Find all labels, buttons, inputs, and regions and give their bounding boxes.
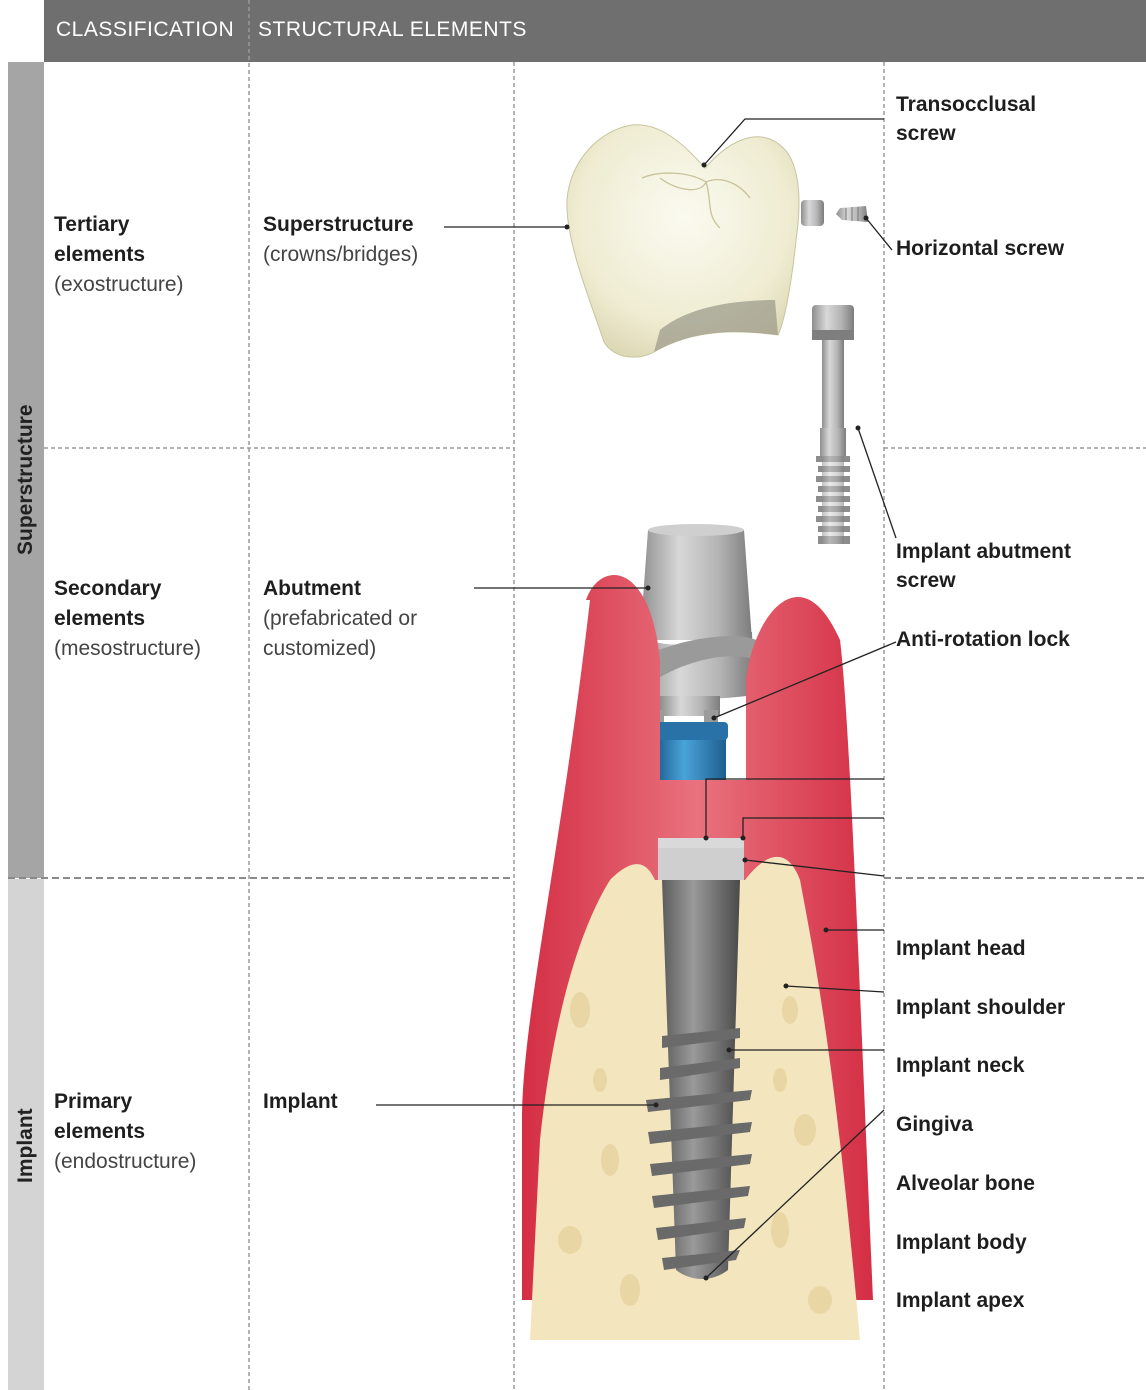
label-anti-rotation-lock: Anti-rotation lock [896,625,1070,655]
label-implant-shoulder: Implant shoulder [896,993,1065,1023]
secondary-elements-cell: Secondary elements (mesostructure) [54,574,201,664]
label-implant-neck: Implant neck [896,1051,1024,1081]
label-transocclusal-line1: Transocclusal [896,90,1036,120]
label-abutment-screw-line2: screw [896,566,956,596]
label-transocclusal-line2: screw [896,119,956,149]
abutment-detail-line1: (prefabricated or [263,604,417,634]
label-implant-head: Implant head [896,934,1026,964]
secondary-title-line2: elements [54,604,201,634]
implant-cell: Implant [263,1087,338,1117]
label-abutment-screw-line1: Implant abutment [896,537,1071,567]
horizontal-screw-illustration [801,200,868,226]
label-implant-apex: Implant apex [896,1286,1024,1316]
label-implant-body: Implant body [896,1228,1027,1258]
secondary-title-line1: Secondary [54,574,201,604]
superstructure-element: Superstructure [263,210,418,240]
primary-subtitle: (endostructure) [54,1147,196,1177]
tertiary-title-line1: Tertiary [54,210,184,240]
abutment-element: Abutment [263,574,417,604]
abutment-cell: Abutment (prefabricated or customized) [263,574,417,664]
crown-illustration [567,125,799,357]
primary-elements-cell: Primary elements (endostructure) [54,1087,196,1177]
abutment-detail-line2: customized) [263,634,417,664]
tertiary-subtitle: (exostructure) [54,270,184,300]
superstructure-detail: (crowns/bridges) [263,240,418,270]
label-alveolar-bone: Alveolar bone [896,1169,1035,1199]
tertiary-elements-cell: Tertiary elements (exostructure) [54,210,184,300]
primary-title-line2: elements [54,1117,196,1147]
primary-title-line1: Primary [54,1087,196,1117]
label-horizontal-screw: Horizontal screw [896,234,1064,264]
secondary-subtitle: (mesostructure) [54,634,201,664]
abutment-screw-illustration [812,305,854,544]
label-gingiva: Gingiva [896,1110,973,1140]
superstructure-cell: Superstructure (crowns/bridges) [263,210,418,270]
implant-element: Implant [263,1087,338,1117]
tertiary-title-line2: elements [54,240,184,270]
